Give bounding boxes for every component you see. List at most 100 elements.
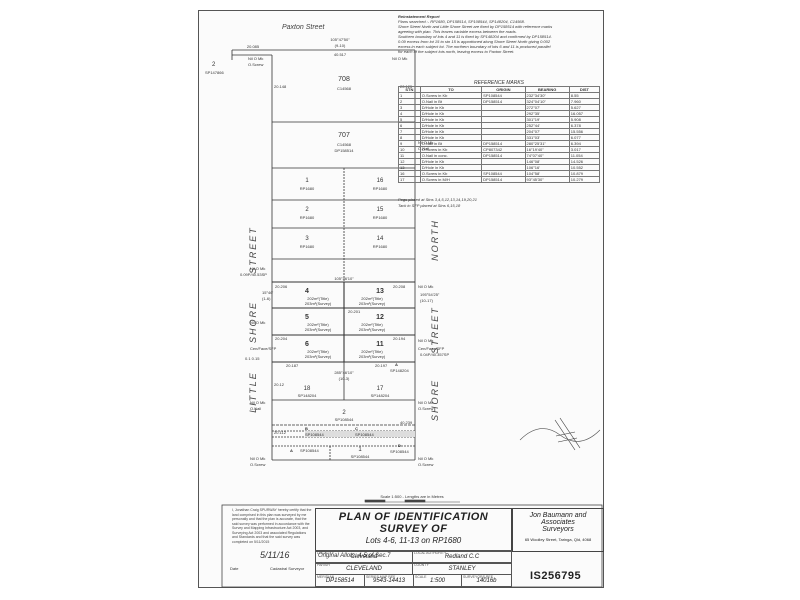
lot-11-area: 202m²(Title) (361, 349, 383, 354)
lot-15-number: 15 (376, 207, 384, 213)
lot-6-area: 202m²(Title) (307, 349, 329, 354)
surveyor-certificate: I, Jonathan Craig SPURWAY hereby certify… (232, 508, 312, 544)
lot-12-number: 12 (376, 314, 384, 321)
notes-line-5: 0.09 excess from lot 15 to stn 15 is app… (398, 39, 551, 44)
lot-4-number: 4 (305, 288, 309, 295)
local-authority-label: LOCAL AUTHORITY (414, 551, 447, 555)
easement-c-plan: SP108544 (355, 432, 374, 437)
notes-heading: Reinstatement Report (398, 14, 440, 19)
notes-line-2: Shore Street North and Little Shore Stre… (398, 24, 553, 29)
lot-1-number: 1 (305, 178, 309, 184)
refmarks-heading: REFERENCE MARKS (473, 80, 524, 86)
dim-20206: 20.206 (275, 284, 288, 289)
dim-20197: 20.197 (375, 363, 388, 368)
lot-1-sp108544-plan: SP108544 (350, 454, 370, 459)
lot-3-plan: RP1680 (299, 244, 315, 249)
firm-address: 65 Woolley Street, Taringa, Qld, 4068 (524, 537, 592, 542)
title-box: PLAN OF IDENTIFICATION SURVEY OF Lots 4-… (315, 508, 512, 552)
notes-line-6: excess in each subject lot. The northern… (398, 44, 551, 49)
notes-line-7: for each of the subject lots north, leav… (398, 49, 515, 54)
meridian-value: DP158514 (325, 578, 355, 584)
nio-mark-top-left: Nil O Mk (248, 56, 264, 61)
lot-11-number: 11 (376, 341, 384, 348)
scale-label: Scale 1:500 - Lengths are in Metres (380, 494, 444, 499)
original-allots: Original Allots. 4-5 of Sec.7 (318, 553, 391, 559)
easement-a-top: A (395, 362, 398, 367)
easement-a: A (290, 448, 293, 453)
meridian-row: MERIDIAN DP158514 SERIES MAP REF 9543-14… (315, 574, 512, 587)
table-cell: 10.279 (568, 176, 601, 183)
surveyor-label: Cadastral Surveyor (270, 566, 305, 571)
nio-mark-5-left: Nil O Mk (250, 320, 266, 325)
pegs-note: Pegs placed at Stns 3,4,5,12,13,14,19,20… (398, 197, 477, 202)
nio-mark-top-right: Nil O Mk (392, 56, 408, 61)
nio-mark-13-right: Nil O Mk (418, 284, 434, 289)
oscrew-bottom-right: O.Screw (418, 462, 434, 467)
lot-6-number: 6 (305, 341, 309, 348)
notes-line-4: Southern boundary of lots 4 and 11 is fi… (398, 34, 552, 39)
nio-mark-18: Nil O Mk (250, 400, 266, 405)
firm-name: Jon Baumann and Associates (529, 512, 587, 526)
signature-date: 5/11/16 (260, 550, 290, 560)
nio-mark-bottom-right: Nil O Mk (418, 456, 434, 461)
lot-707-plan: C14568 (336, 142, 352, 147)
lot-13-area-survey: 203m²(Survey) (358, 301, 386, 306)
notes-line-3: agreeing with plan. This leaves variable… (398, 29, 517, 34)
easement-c: C (355, 426, 358, 431)
date-label: Date (230, 566, 239, 571)
dim-40517: 40.517 (333, 52, 347, 57)
local-authority-value: Redland C.C (444, 554, 480, 560)
county-label: COUNTY (414, 563, 429, 567)
dim-20187: 20.187 (286, 363, 299, 368)
dim-20085: 20.085 (246, 44, 260, 49)
easement-d-plan: SP108544 (390, 449, 409, 454)
lot-5-area-survey: 203m²(Survey) (304, 327, 332, 332)
bearing-105: 105°46'10" (334, 276, 354, 281)
parish-label: PARISH (317, 563, 330, 567)
lot-2-number: 2 (305, 207, 309, 213)
lot-14-plan: RP1680 (372, 244, 388, 249)
paxton-street-label: Paxton Street (282, 24, 325, 31)
lot-1-sp108544-number: 1 (358, 447, 362, 453)
dim-40239: 40.239 (400, 420, 413, 425)
cen-face-left: Cen/Face/SFP (250, 346, 277, 351)
lot-4-area-survey: 203m²(Survey) (304, 301, 332, 306)
sp147866-label: SP147866 (205, 70, 224, 75)
lot-13-number: 13 (376, 288, 384, 295)
lot-12-area-survey: 203m²(Survey) (358, 327, 386, 332)
firm-box: Jon Baumann and Associates Surveyors 65 … (512, 508, 604, 552)
dim-2012: 20.12 (274, 382, 285, 387)
bearing-285-sub: (10-3) (338, 376, 350, 381)
oscrew-bottom-left: O.Screw (250, 462, 266, 467)
paxton-bearing-sub: (9-10) (334, 43, 346, 48)
dim-20112: 20.112 (274, 430, 286, 435)
firm-surveyors: Surveyors (542, 526, 574, 533)
nio-mark-17: Nil O Mk (418, 400, 434, 405)
easement-d: D (398, 443, 401, 448)
plan-subtitle: Lots 4-6, 11-13 on RP1680 (365, 536, 462, 545)
north-label: NORTH (430, 219, 440, 261)
easement-b: B (305, 426, 308, 431)
nio-mark-4-left: Nil O Mk (250, 266, 266, 271)
scale-field-label: SCALE (415, 575, 427, 579)
dim-20208: 20.208 (393, 284, 406, 289)
bearing-right: 195°54'25" (420, 292, 440, 297)
bearing-right-sub: (10-17) (420, 298, 433, 303)
lot-15-plan: RP1680 (372, 215, 388, 220)
lot-16-plan: RP1680 (372, 186, 388, 191)
nio-mark-bottom-left: Nil O Mk (250, 456, 266, 461)
lot-18-number: 18 (303, 386, 311, 392)
table-cell: 93°45'30" (524, 176, 570, 183)
lot-3-number: 3 (305, 236, 309, 242)
notes-line-1: Plans searched :- RP1680, DP158514, SP10… (398, 19, 525, 24)
lot-11-area-survey: 203m²(Survey) (358, 354, 386, 359)
table-cell: DP158514 (481, 176, 526, 183)
lot-17-plan: SP148204 (370, 393, 390, 398)
